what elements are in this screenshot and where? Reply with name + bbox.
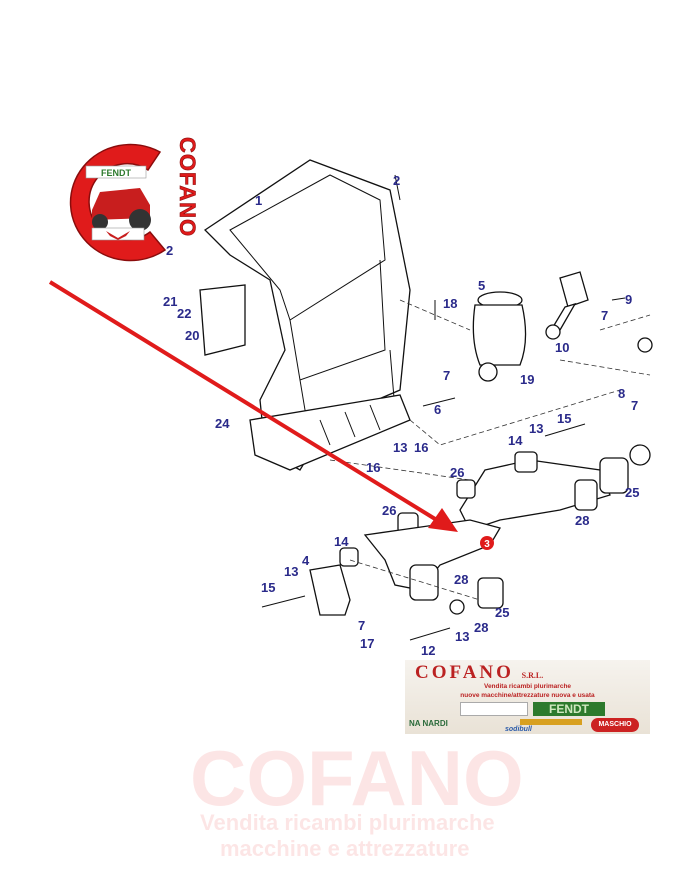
part-label: 13 [529, 421, 543, 436]
highlighted-part-3[interactable]: 3 [480, 536, 494, 550]
part-label: 6 [434, 402, 441, 417]
part-label: 16 [366, 460, 380, 475]
part-label: 2 [393, 173, 400, 188]
nardi-logo: NA NARDI [409, 719, 448, 728]
pointer-arrow [48, 280, 458, 532]
part-label: 13 [393, 440, 407, 455]
banner-line2: nuove macchine/attrezzature nuova e usat… [460, 692, 595, 699]
part-label: 22 [177, 306, 191, 321]
part-label: 25 [495, 605, 509, 620]
banner-title: COFANO S.R.L. [415, 662, 544, 683]
part-label: 28 [474, 620, 488, 635]
part-label: 28 [454, 572, 468, 587]
svg-text:COFANO: COFANO [190, 734, 524, 822]
part-label: 16 [414, 440, 428, 455]
part-label: 5 [478, 278, 485, 293]
part-label: 15 [557, 411, 571, 426]
part-label: 14 [508, 433, 523, 448]
part-label: 14 [334, 534, 349, 549]
cofano-logo: FENDT COFANO [69, 137, 200, 262]
part-label: 13 [455, 629, 469, 644]
part-label: 7 [358, 618, 365, 633]
part-label: 7 [443, 368, 450, 383]
frame-drawing [199, 159, 653, 641]
part-label: 2 [166, 243, 173, 258]
svg-text:Vendita ricambi plurimarche: Vendita ricambi plurimarche [200, 810, 495, 835]
watermark: COFANO Vendita ricambi plurimarche macch… [190, 734, 524, 861]
banner-line1: Vendita ricambi plurimarche [483, 683, 572, 690]
part-label: 21 [163, 294, 177, 309]
maschio-logo: MASCHIO [591, 718, 639, 732]
svg-text:FENDT: FENDT [101, 168, 131, 178]
part-label: 20 [185, 328, 199, 343]
part-label: 26 [450, 465, 464, 480]
svg-text:3: 3 [484, 539, 490, 550]
part-label: 9 [625, 292, 632, 307]
massey-ferguson-icon [106, 231, 130, 240]
part-label: 12 [421, 643, 435, 658]
part-label: 26 [382, 503, 396, 518]
part-label: 4 [302, 553, 310, 568]
part-label: 17 [360, 636, 374, 651]
part-label: 25 [625, 485, 639, 500]
svg-text:macchine e attrezzature: macchine e attrezzature [220, 836, 469, 861]
part-label: 15 [261, 580, 275, 595]
part-label: 18 [443, 296, 457, 311]
part-label: 7 [601, 308, 608, 323]
part-label: 13 [284, 564, 298, 579]
brand-strip [520, 719, 582, 725]
part-label: 19 [520, 372, 534, 387]
svg-text:COFANO: COFANO [175, 137, 200, 237]
part-label: 10 [555, 340, 569, 355]
fendt-logo: FENDT [533, 702, 605, 716]
cofano-banner: COFANO S.R.L. Vendita ricambi plurimarch… [405, 660, 650, 734]
part-label: 1 [255, 193, 262, 208]
massey-ferguson-logo [460, 702, 528, 716]
sodibull-logo: sodibull [505, 726, 532, 733]
part-label: 28 [575, 513, 589, 528]
part-label: 7 [631, 398, 638, 413]
part-label: 24 [215, 416, 230, 431]
part-label: 8 [618, 386, 625, 401]
